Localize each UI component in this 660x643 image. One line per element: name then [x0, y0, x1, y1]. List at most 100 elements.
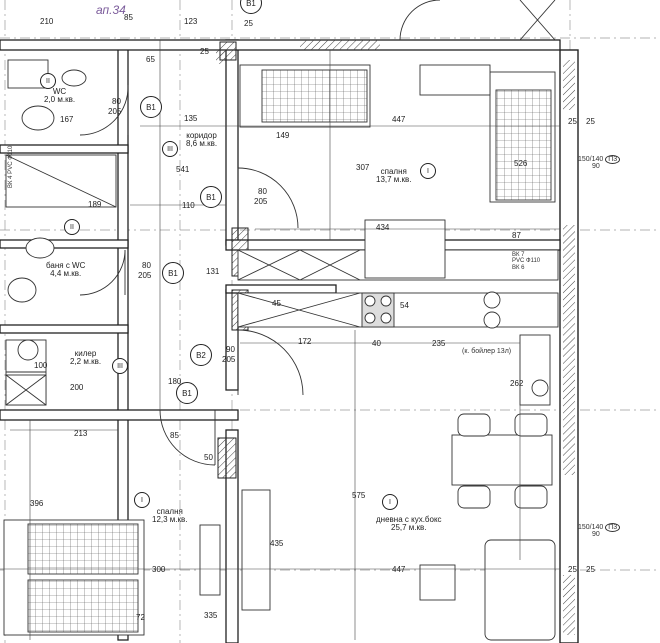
vent-note-text: ВК 6: [512, 264, 525, 271]
dimension-label: 25: [586, 117, 595, 126]
room-label-bedroom-2: спалня 12,3 м.кв.: [152, 507, 188, 525]
door-tag: B1: [162, 262, 184, 284]
room-name: WC: [52, 87, 67, 96]
dimension-label: 40: [372, 339, 381, 348]
dimension-label: 131: [206, 267, 220, 276]
dimension-label: 210: [40, 17, 54, 26]
door-tag-text: B1: [206, 192, 216, 202]
dimension-label: 189: [88, 200, 102, 209]
dimension-label: 80: [258, 187, 267, 196]
zone-tag-text: II: [46, 77, 50, 85]
dimension-label: 87: [512, 231, 521, 240]
zone-tag: II: [40, 73, 56, 89]
door-tag: B1: [200, 186, 222, 208]
room-label-corridor: коридор 8,6 м.кв.: [186, 131, 218, 149]
dimension-label: 213: [74, 429, 88, 438]
dimension-label: 85: [124, 13, 133, 22]
vent-note-text: PVC Ф110: [8, 145, 14, 174]
window-tag: 150/140 П3 90: [578, 155, 621, 171]
door-tag: B2: [190, 344, 212, 366]
dimension-label: 135: [184, 114, 198, 123]
room-label-storage: килер 2,2 м.кв.: [70, 349, 102, 367]
exterior-wall-right: [559, 49, 579, 643]
zone-tag-text: II: [70, 223, 74, 231]
window-code: П3: [605, 155, 621, 164]
dimension-label: 25: [568, 565, 577, 574]
dimension-label: 307: [356, 163, 370, 172]
furniture: [3, 0, 559, 641]
zone-tag-text: III: [117, 362, 123, 370]
dimension-label: 300: [152, 565, 166, 574]
window-tag: 150/140 П3 90: [578, 523, 621, 539]
dimension-label: 205: [222, 355, 236, 364]
dimension-label: 85: [170, 431, 179, 440]
room-label-bathroom: баня с WC 4,4 м.кв.: [46, 261, 86, 279]
dimension-label: 100: [34, 361, 48, 370]
zone-tag-text: III: [167, 145, 173, 153]
dimension-label: 72: [136, 613, 145, 622]
door-tag: B1: [176, 382, 198, 404]
room-name: коридор: [186, 131, 217, 140]
dimension-label: 90: [226, 345, 235, 354]
room-name: килер: [74, 349, 97, 358]
dimension-label: 335: [204, 611, 218, 620]
room-area: 8,6 м.кв.: [186, 139, 218, 149]
dimension-label: 123: [184, 17, 198, 26]
zone-tag-text: I: [141, 496, 143, 504]
dimension-label: 80: [112, 97, 121, 106]
door-tag: B1: [140, 96, 162, 118]
room-name: спалня: [380, 167, 407, 176]
zone-tag-text: I: [389, 498, 391, 506]
window-code: П3: [605, 523, 621, 532]
apartment-label: ап.34: [96, 3, 126, 17]
vent-note-text: ВК 7: [512, 252, 525, 258]
dimension-label: 45: [272, 299, 281, 308]
room-area: 4,4 м.кв.: [50, 269, 82, 279]
zone-tag: I: [420, 163, 436, 179]
dimension-label: 262: [510, 379, 524, 388]
room-area: 12,3 м.кв.: [152, 515, 188, 525]
dimension-label: 54: [400, 301, 409, 310]
vent-note: ВК 7 PVC Ф110 ВК 6: [512, 252, 540, 271]
room-label-living: дневна с кух.бокс 25,7 м.кв.: [376, 515, 442, 533]
dimension-label: 447: [392, 565, 406, 574]
room-label-wc: WC 2,0 м.кв.: [44, 87, 76, 105]
dimension-label: 110: [182, 201, 195, 210]
dimension-label: 205: [254, 197, 268, 206]
door-swings: [79, 0, 441, 466]
room-area: 13,7 м.кв.: [376, 175, 412, 185]
room-name: баня с WC: [46, 261, 86, 270]
kitchen-note: (к. бойлер 13л): [462, 348, 512, 355]
dimension-label: 200: [70, 383, 84, 392]
door-tag-text: B1: [168, 268, 178, 278]
zone-tag: III: [112, 358, 128, 374]
room-name: спалня: [156, 507, 183, 516]
dimension-label: 434: [376, 223, 390, 232]
zone-tag-text: I: [427, 167, 429, 175]
door-tag-text: B1: [146, 102, 156, 112]
door-tag-text: B1: [246, 0, 256, 8]
vent-note-text: ВК 4: [8, 175, 14, 188]
dimension-label: 65: [146, 55, 155, 64]
room-area: 25,7 м.кв.: [391, 523, 427, 533]
dimension-label: 205: [138, 271, 152, 280]
zone-tag: II: [64, 219, 80, 235]
window-sill: 90: [592, 163, 600, 171]
zone-tag: I: [134, 492, 150, 508]
dimension-label: 526: [514, 159, 528, 168]
dimension-label: 25: [200, 47, 209, 56]
room-label-bedroom-1: спалня 13,7 м.кв.: [376, 167, 412, 185]
vent-note-text: PVC Ф110: [512, 258, 541, 265]
dimension-label: 180: [168, 377, 182, 386]
dimension-label: 50: [204, 453, 213, 462]
dimension-label: 541: [176, 165, 190, 174]
door-tag-text: B1: [182, 388, 192, 398]
window-size: 150/140: [578, 524, 604, 531]
room-area: 2,0 м.кв.: [44, 95, 76, 105]
room-area: 2,2 м.кв.: [70, 357, 102, 367]
dimension-label: 25: [244, 19, 253, 28]
dimension-label: 25: [568, 117, 577, 126]
dimension-label: 575: [352, 491, 366, 500]
zone-tag: I: [382, 494, 398, 510]
dimension-label: 149: [276, 131, 290, 140]
